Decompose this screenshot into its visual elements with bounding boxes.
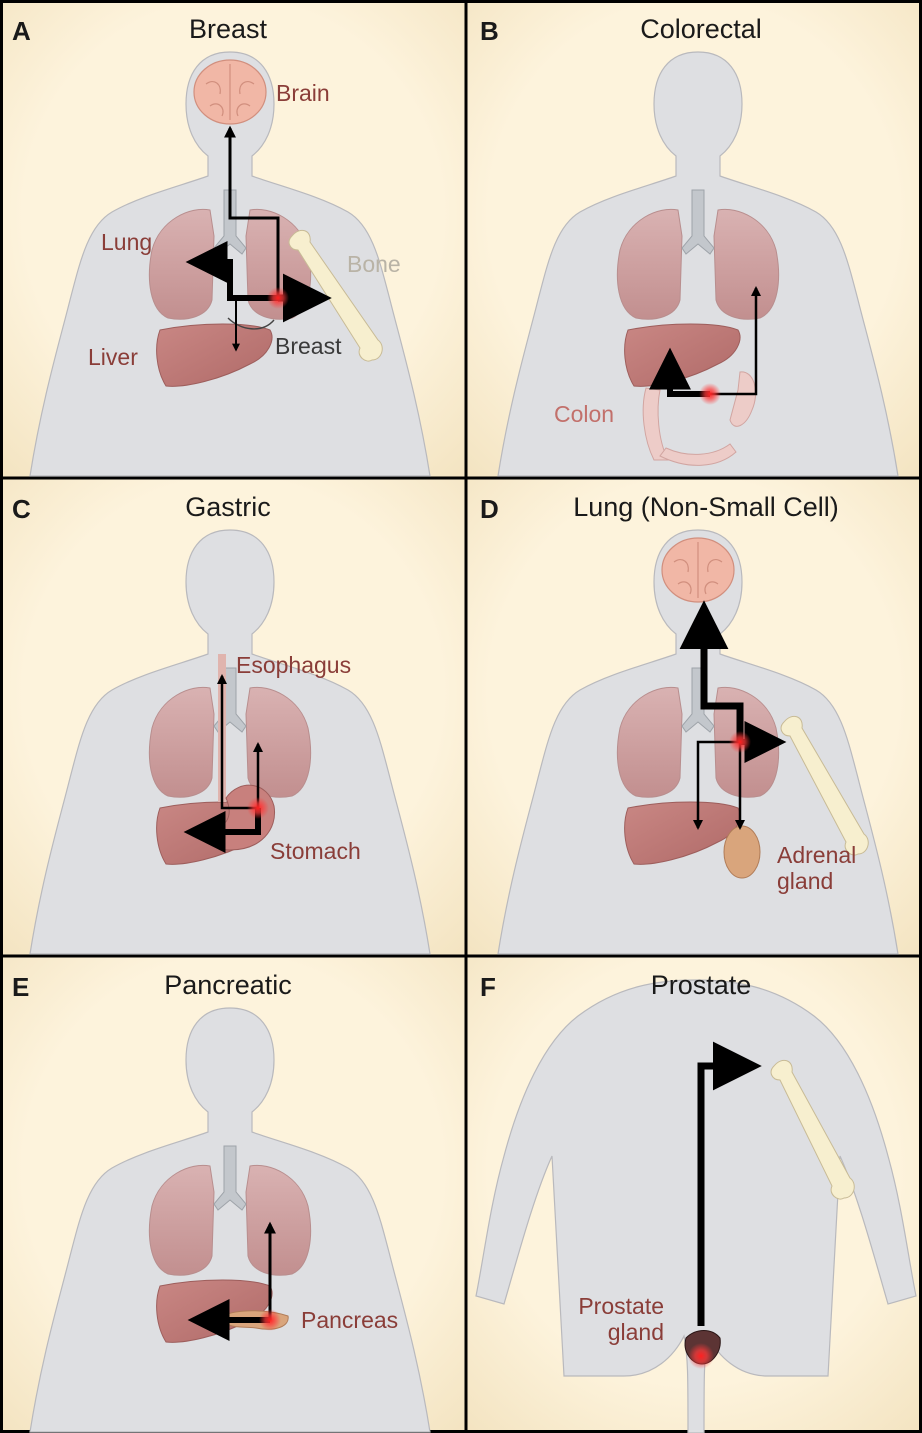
primary-tumor bbox=[259, 1309, 281, 1331]
panel-title: Prostate bbox=[651, 970, 752, 1000]
label-bone: Bone bbox=[347, 251, 401, 277]
label-esophagus: Esophagus bbox=[236, 652, 351, 678]
label-breast: Breast bbox=[275, 333, 342, 359]
label-adrenal: Adrenal bbox=[777, 842, 856, 868]
adrenal-gland bbox=[724, 826, 760, 878]
primary-tumor bbox=[699, 383, 721, 405]
label-prostate: Prostate bbox=[578, 1293, 664, 1319]
label-brain: Brain bbox=[276, 80, 330, 106]
panel-letter: E bbox=[12, 972, 29, 1002]
panel-title: Colorectal bbox=[640, 14, 762, 44]
panel-title: Pancreatic bbox=[164, 970, 292, 1000]
primary-tumor bbox=[267, 287, 289, 309]
primary-tumor bbox=[729, 731, 751, 753]
label-pancreas: Pancreas bbox=[301, 1307, 398, 1333]
primary-tumor bbox=[688, 1343, 714, 1369]
panel-letter: A bbox=[12, 16, 31, 46]
label-stomach: Stomach bbox=[270, 838, 361, 864]
primary-tumor bbox=[247, 797, 269, 819]
panel-letter: D bbox=[480, 494, 499, 524]
panel-letter: C bbox=[12, 494, 31, 524]
label-gland: gland bbox=[777, 868, 833, 894]
panel-title: Breast bbox=[189, 14, 268, 44]
label-prostate-gland: gland bbox=[608, 1319, 664, 1345]
panel-title: Gastric bbox=[185, 492, 271, 522]
panel-letter: F bbox=[480, 972, 496, 1002]
label-liver: Liver bbox=[88, 344, 138, 370]
panel-title: Lung (Non-Small Cell) bbox=[573, 492, 839, 522]
label-lung: Lung bbox=[101, 229, 152, 255]
label-colon: Colon bbox=[554, 401, 614, 427]
panel-letter: B bbox=[480, 16, 499, 46]
